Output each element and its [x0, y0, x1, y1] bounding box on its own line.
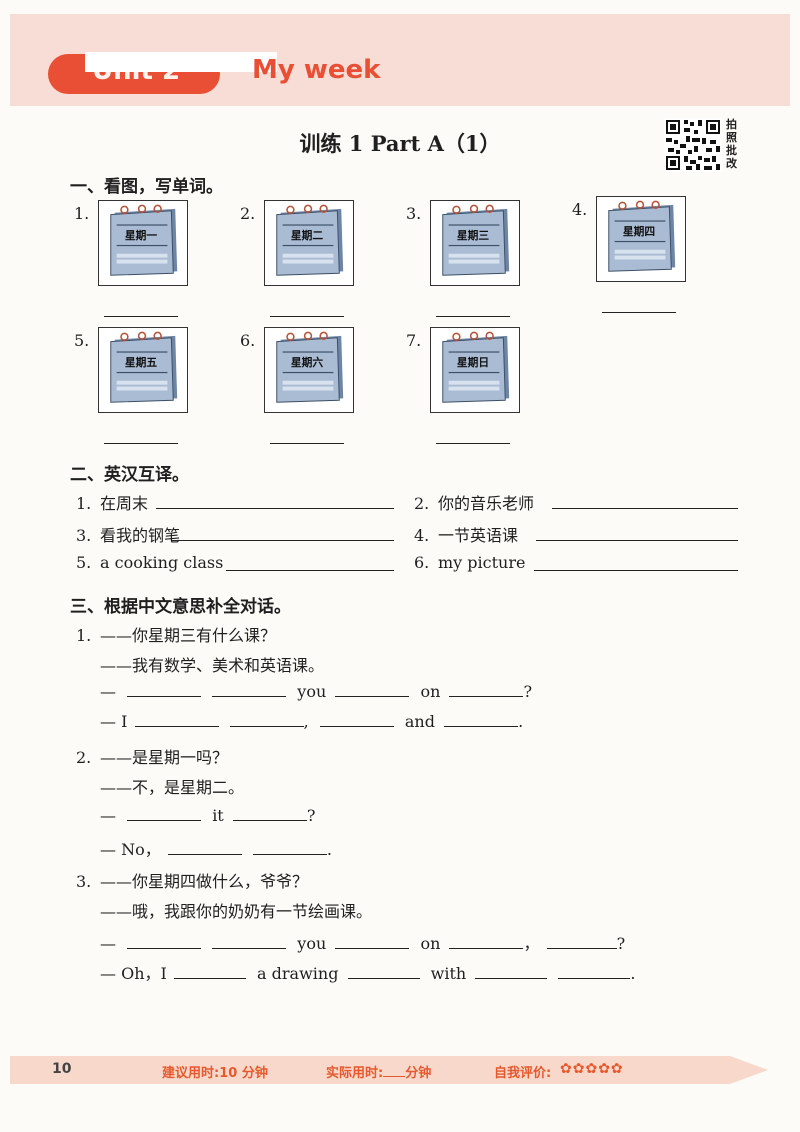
answer-blank[interactable]: [449, 683, 524, 697]
actual-time-blank[interactable]: [383, 1065, 406, 1077]
answer-blank[interactable]: [558, 965, 631, 979]
answer-blank[interactable]: [552, 508, 738, 509]
unit-title: My week: [252, 55, 381, 85]
section3-heading: 三、根据中文意思补全对话。: [70, 597, 291, 617]
dialogue-3-reply: ——哦，我跟你的奶奶有一节绘画课。: [100, 902, 373, 921]
calendar-day-label: 星期五: [125, 356, 157, 369]
answer-blank[interactable]: [212, 683, 287, 697]
answer-blank[interactable]: [335, 935, 410, 949]
rating-stars-icon[interactable]: ✿✿✿✿✿: [560, 1061, 624, 1077]
answer-blank[interactable]: [546, 935, 617, 949]
answer-blank[interactable]: [232, 807, 307, 821]
redaction-mask: [85, 52, 277, 72]
calendar-day-label: 星期六: [291, 356, 323, 369]
dialogue-1-line1: — you on ?: [100, 682, 533, 701]
answer-blank[interactable]: [319, 713, 394, 727]
suggested-time: 建议用时:10 分钟: [162, 1066, 268, 1081]
calendar-day-label: 星期二: [291, 229, 323, 242]
calendar-item-5: 5. 星期五: [74, 327, 209, 452]
translation-item-3: 3.看我的钢笔: [76, 526, 181, 545]
answer-blank[interactable]: [156, 508, 394, 509]
answer-blank[interactable]: [226, 570, 394, 571]
answer-blank[interactable]: [335, 683, 410, 697]
actual-time: 实际用时:分钟: [326, 1065, 432, 1081]
answer-blank[interactable]: [347, 965, 420, 979]
answer-blank[interactable]: [173, 965, 246, 979]
calendar-item-7: 7. 星期日: [406, 327, 541, 452]
calendar-icon: 星期五: [98, 327, 188, 413]
page-number: 10: [52, 1061, 72, 1077]
answer-blank[interactable]: [444, 713, 519, 727]
calendar-day-label: 星期三: [457, 229, 489, 242]
dialogue-3-line1: — you on ， ?: [100, 934, 626, 953]
translation-item-1: 1.在周末: [76, 494, 149, 513]
dialogue-1-reply: ——我有数学、美术和英语课。: [100, 656, 325, 675]
answer-blank[interactable]: [270, 316, 344, 317]
translation-item-5: 5.a cooking class: [76, 553, 224, 572]
dialogue-1-prompt: 1.——你星期三有什么课？: [76, 626, 277, 645]
calendar-icon: 星期一: [98, 200, 188, 286]
answer-blank[interactable]: [104, 443, 178, 444]
calendar-day-label: 星期四: [623, 225, 655, 238]
calendar-icon: 星期二: [264, 200, 354, 286]
section1-heading: 一、看图，写单词。: [70, 177, 223, 197]
answer-blank[interactable]: [436, 443, 510, 444]
calendar-icon: 星期日: [430, 327, 520, 413]
answer-blank[interactable]: [252, 841, 327, 855]
calendar-item-2: 2. 星期二: [240, 200, 375, 325]
answer-blank[interactable]: [212, 935, 287, 949]
self-evaluation-label: 自我评价:: [494, 1066, 552, 1081]
qr-code-icon[interactable]: [664, 118, 722, 172]
footer-bar: [10, 1056, 730, 1084]
answer-blank[interactable]: [270, 443, 344, 444]
calendar-icon: 星期三: [430, 200, 520, 286]
lesson-title: 训练 1 Part A（1）: [299, 131, 501, 156]
answer-blank[interactable]: [167, 841, 242, 855]
answer-blank[interactable]: [449, 935, 524, 949]
section2-heading: 二、英汉互译。: [70, 465, 189, 485]
calendar-icon: 星期六: [264, 327, 354, 413]
answer-blank[interactable]: [602, 312, 676, 313]
answer-blank[interactable]: [436, 316, 510, 317]
answer-blank[interactable]: [134, 713, 219, 727]
answer-blank[interactable]: [104, 316, 178, 317]
dialogue-2-prompt: 2.——是星期一吗？: [76, 748, 229, 767]
calendar-icon: 星期四: [596, 196, 686, 282]
translation-item-6: 6.my picture: [414, 553, 526, 572]
translation-item-2: 2.你的音乐老师: [414, 494, 535, 513]
qr-label: 拍 照 批 改: [726, 118, 737, 170]
answer-blank[interactable]: [536, 540, 738, 541]
calendar-item-3: 3. 星期三: [406, 200, 541, 325]
dialogue-3-prompt: 3.——你星期四做什么，爷爷？: [76, 872, 309, 891]
answer-blank[interactable]: [229, 713, 304, 727]
dialogue-2-reply: ——不，是星期二。: [100, 778, 245, 797]
dialogue-2-line2: — No， .: [100, 840, 333, 859]
calendar-item-1: 1. 星期一: [74, 200, 209, 325]
calendar-item-4: 4. 星期四: [572, 196, 707, 321]
dialogue-2-line1: — it ?: [100, 806, 316, 825]
answer-blank[interactable]: [172, 540, 394, 541]
answer-blank[interactable]: [127, 683, 202, 697]
answer-blank[interactable]: [127, 935, 202, 949]
answer-blank[interactable]: [534, 570, 738, 571]
translation-item-4: 4.一节英语课: [414, 526, 519, 545]
answer-blank[interactable]: [475, 965, 548, 979]
dialogue-3-line2: — Oh，I a drawing with .: [100, 964, 636, 983]
calendar-day-label: 星期一: [125, 229, 157, 242]
dialogue-1-line2: — I , and .: [100, 712, 524, 731]
footer-arrow: [730, 1056, 768, 1084]
answer-blank[interactable]: [127, 807, 202, 821]
calendar-item-6: 6. 星期六: [240, 327, 375, 452]
calendar-day-label: 星期日: [457, 356, 489, 369]
